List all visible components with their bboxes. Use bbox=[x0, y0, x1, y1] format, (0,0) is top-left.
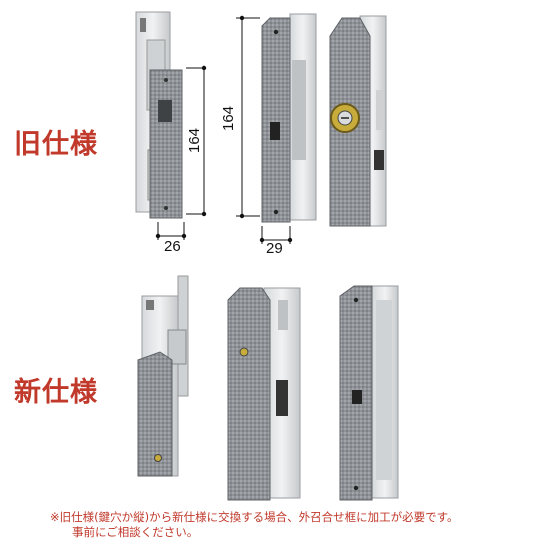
exchange-note-line2: 事前にご相談ください。 bbox=[72, 525, 199, 539]
new-front-cover bbox=[227, 287, 301, 501]
old-cover-height-dimension bbox=[236, 15, 293, 244]
old-spec-label: 旧仕様 bbox=[14, 129, 98, 160]
old-handle-height-dimension bbox=[155, 65, 207, 240]
old-lock-assembly bbox=[135, 11, 183, 219]
new-lock-assembly bbox=[137, 275, 189, 477]
old-handle-with-key bbox=[329, 15, 387, 227]
old-handle-height-label: 164 bbox=[186, 127, 204, 154]
exchange-note: ※旧仕様(鍵穴か縦)から新仕様に交換する場合、外召合せ框に加工が必要です。 事前… bbox=[50, 510, 530, 540]
new-handle-cover bbox=[339, 285, 399, 501]
exchange-note-line1: ※旧仕様(鍵穴か縦)から新仕様に交換する場合、外召合せ框に加工が必要です。 bbox=[50, 510, 459, 524]
old-cover-height-label: 164 bbox=[220, 105, 238, 132]
old-cover-width-label: 29 bbox=[266, 240, 283, 257]
new-spec-label: 新仕様 bbox=[14, 377, 98, 408]
old-handle-width-label: 26 bbox=[164, 238, 181, 255]
old-front-cover bbox=[261, 13, 317, 223]
